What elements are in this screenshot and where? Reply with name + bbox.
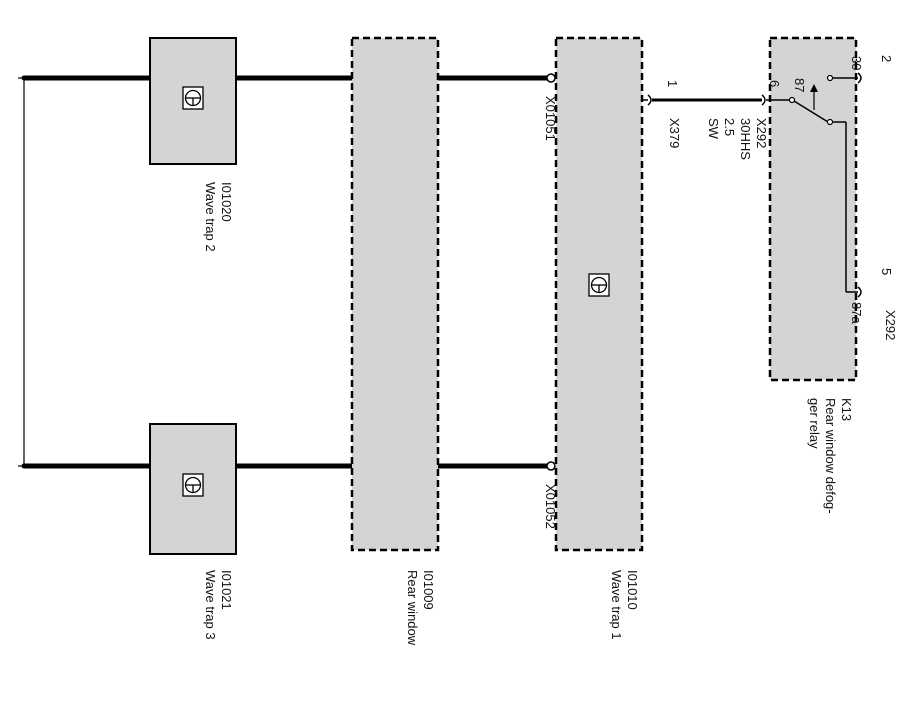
relay-code: K13 (839, 398, 854, 421)
relay-name-line1: Rear window defog- (823, 398, 838, 514)
wire-function-label: 30HHS (738, 118, 753, 160)
x01051-label: X01051 (543, 96, 558, 141)
wire-gauge-label: 2.5 (722, 118, 737, 136)
relay-box (768, 36, 858, 382)
relay-87a-label: 87a (849, 302, 864, 324)
relay-30-label: 30 (849, 56, 864, 70)
wave-trap-1-name: Wave trap 1 (609, 570, 624, 640)
x292-pin5-icon (857, 286, 862, 298)
x292-pin2-icon (857, 72, 862, 84)
x01052-connector-icon (546, 461, 556, 471)
x292-pin6-label: 6 (767, 80, 782, 87)
wave-trap-1-symbol-icon (588, 273, 610, 297)
x379-pin-label: 1 (665, 80, 680, 87)
x292-top-label: X292 (754, 118, 769, 148)
x379-pin-icon (647, 94, 652, 106)
relay-switch (770, 74, 858, 293)
x292-pin5-label: 5 (879, 268, 894, 275)
rear-window-name: Rear window (405, 570, 420, 646)
relay-name-line2: ger relay (807, 398, 822, 449)
wave-trap-2-code: I01020 (219, 182, 234, 222)
wire-color-label: SW (706, 118, 721, 140)
rear-window-box (350, 36, 440, 552)
x292-pin6-icon (761, 94, 766, 106)
wave-trap-3-symbol-icon (182, 473, 204, 497)
relay-87-label: 87 (792, 78, 807, 92)
wave-trap-3-code: I01021 (219, 570, 234, 610)
wave-trap-2-name: Wave trap 2 (203, 182, 218, 252)
wave-trap-2-symbol-icon (182, 86, 204, 110)
x01052-label: X01052 (543, 484, 558, 529)
x292-bottom-label: X292 (883, 310, 898, 340)
rear-window-code: I01009 (421, 570, 436, 610)
x379-label: X379 (667, 118, 682, 148)
x01051-connector-icon (546, 73, 556, 83)
x292-pin2-label: 2 (879, 55, 894, 62)
wave-trap-3-name: Wave trap 3 (203, 570, 218, 640)
wave-trap-1-code: I01010 (625, 570, 640, 610)
